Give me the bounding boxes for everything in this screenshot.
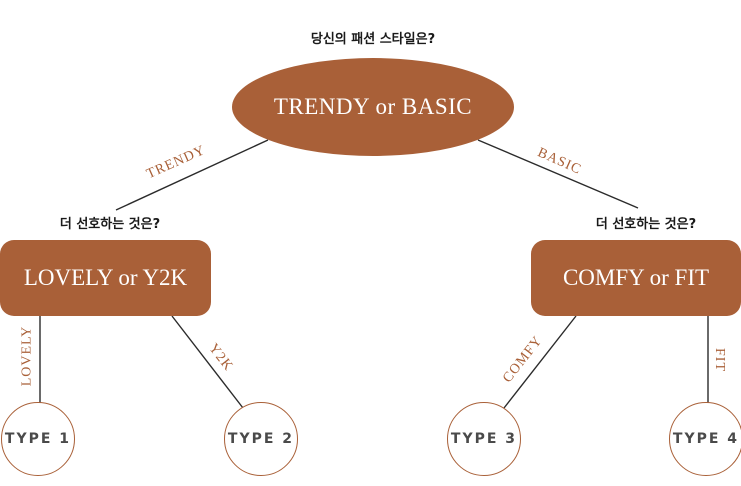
edge-left-to-type2 [171, 315, 244, 409]
edge-root-to-left [115, 139, 269, 211]
left-question: 더 선호하는 것은? [59, 217, 161, 232]
edge-label-lovely: LOVELY [19, 325, 35, 387]
right-question: 더 선호하는 것은? [595, 217, 697, 232]
edge-root-to-right [477, 139, 639, 209]
leaf-type-2: TYPE 2 [224, 402, 298, 476]
left-node: LOVELY or Y2K [0, 240, 211, 316]
leaf-type-1: TYPE 1 [1, 402, 75, 476]
edge-label-fit: FIT [712, 348, 727, 372]
root-question: 당신의 패션 스타일은? [310, 32, 436, 47]
root-node: TRENDY or BASIC [232, 58, 514, 156]
leaf-type-3: TYPE 3 [447, 402, 521, 476]
right-node: COMFY or FIT [531, 240, 741, 316]
leaf-type-4: TYPE 4 [669, 402, 741, 476]
edge-right-to-type3 [503, 315, 577, 409]
